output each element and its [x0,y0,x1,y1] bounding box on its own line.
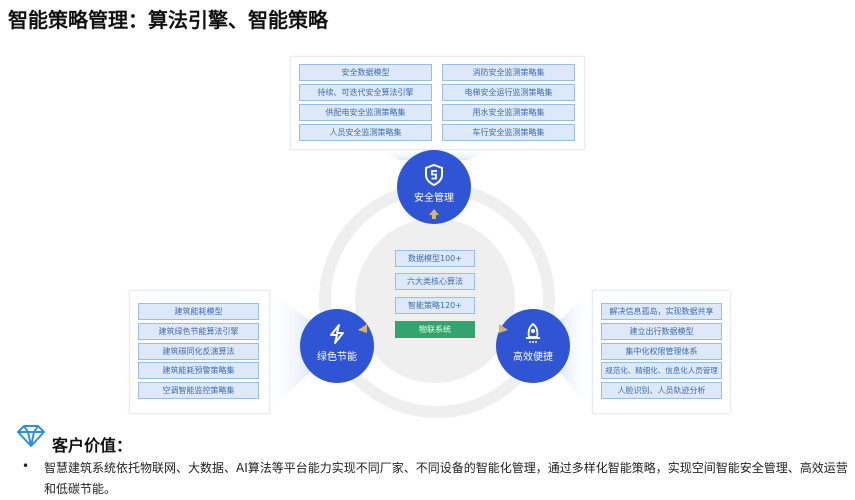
safety-item: 人员安全监测策略集 [299,124,432,141]
safety-label: 安全管理 [414,193,454,204]
green-item: 建筑能耗模型 [138,303,259,320]
green-node: 绿色节能 [300,309,374,383]
green-panel: 建筑能耗模型 建筑绿色节能算法引擎 建筑碳同化反演算法 建筑能耗预警策略集 空调… [129,290,270,414]
efficient-item: 建立出行数据模型 [601,323,722,340]
safety-item: 安全数据模型 [299,64,432,81]
page-title: 智能策略管理：算法引擎、智能策略 [8,8,328,32]
safety-item: 持续、可迭代安全算法引擎 [299,84,432,101]
efficient-label: 高效便捷 [513,352,553,363]
arrow-up-icon [429,209,439,219]
green-item: 建筑绿色节能算法引擎 [138,323,259,340]
customer-value-text: 智慧建筑系统依托物联网、大数据、AI算法等平台能力实现不同厂家、不同设备的智能化… [44,461,848,496]
efficient-node: 高效便捷 [496,309,570,383]
shield-icon [425,164,443,186]
customer-value-heading: 客户价值： [52,436,133,455]
center-item: 智能策略120+ [395,297,475,314]
safety-panel: 安全数据模型 持续、可迭代安全算法引擎 供配电安全监测策略集 人员安全监测策略集… [290,56,585,150]
iot-system-badge: 物联系统 [395,321,475,338]
safety-item: 供配电安全监测策略集 [299,104,432,121]
green-item: 空调智能监控策略集 [138,382,259,399]
rocket-icon [526,323,540,343]
efficient-item: 人脸识别、人员轨迹分析 [601,382,722,399]
efficient-item: 集中化权限管理体系 [601,343,722,360]
lightning-icon [330,324,344,344]
arrow-icon [499,324,508,333]
efficient-item: 规范化、精细化、信息化人员管理 [601,362,722,379]
diamond-icon [17,425,45,447]
safety-item: 电梯安全运行监测策略集 [442,84,575,101]
center-item: 数据模型100+ [395,250,475,267]
bullet: • [22,459,30,473]
safety-item: 消防安全监测策略集 [442,64,575,81]
green-label: 绿色节能 [317,352,357,363]
safety-item: 车行安全监测策略集 [442,124,575,141]
safety-item: 用水安全监测策略集 [442,104,575,121]
green-item: 建筑能耗预警策略集 [138,362,259,379]
efficient-panel: 解决信息孤岛，实现数据共享 建立出行数据模型 集中化权限管理体系 规范化、精细化… [592,290,731,414]
efficient-item: 解决信息孤岛，实现数据共享 [601,303,722,320]
arrow-icon [358,324,367,333]
green-item: 建筑碳同化反演算法 [138,343,259,360]
center-item: 六大类核心算法 [395,273,475,290]
